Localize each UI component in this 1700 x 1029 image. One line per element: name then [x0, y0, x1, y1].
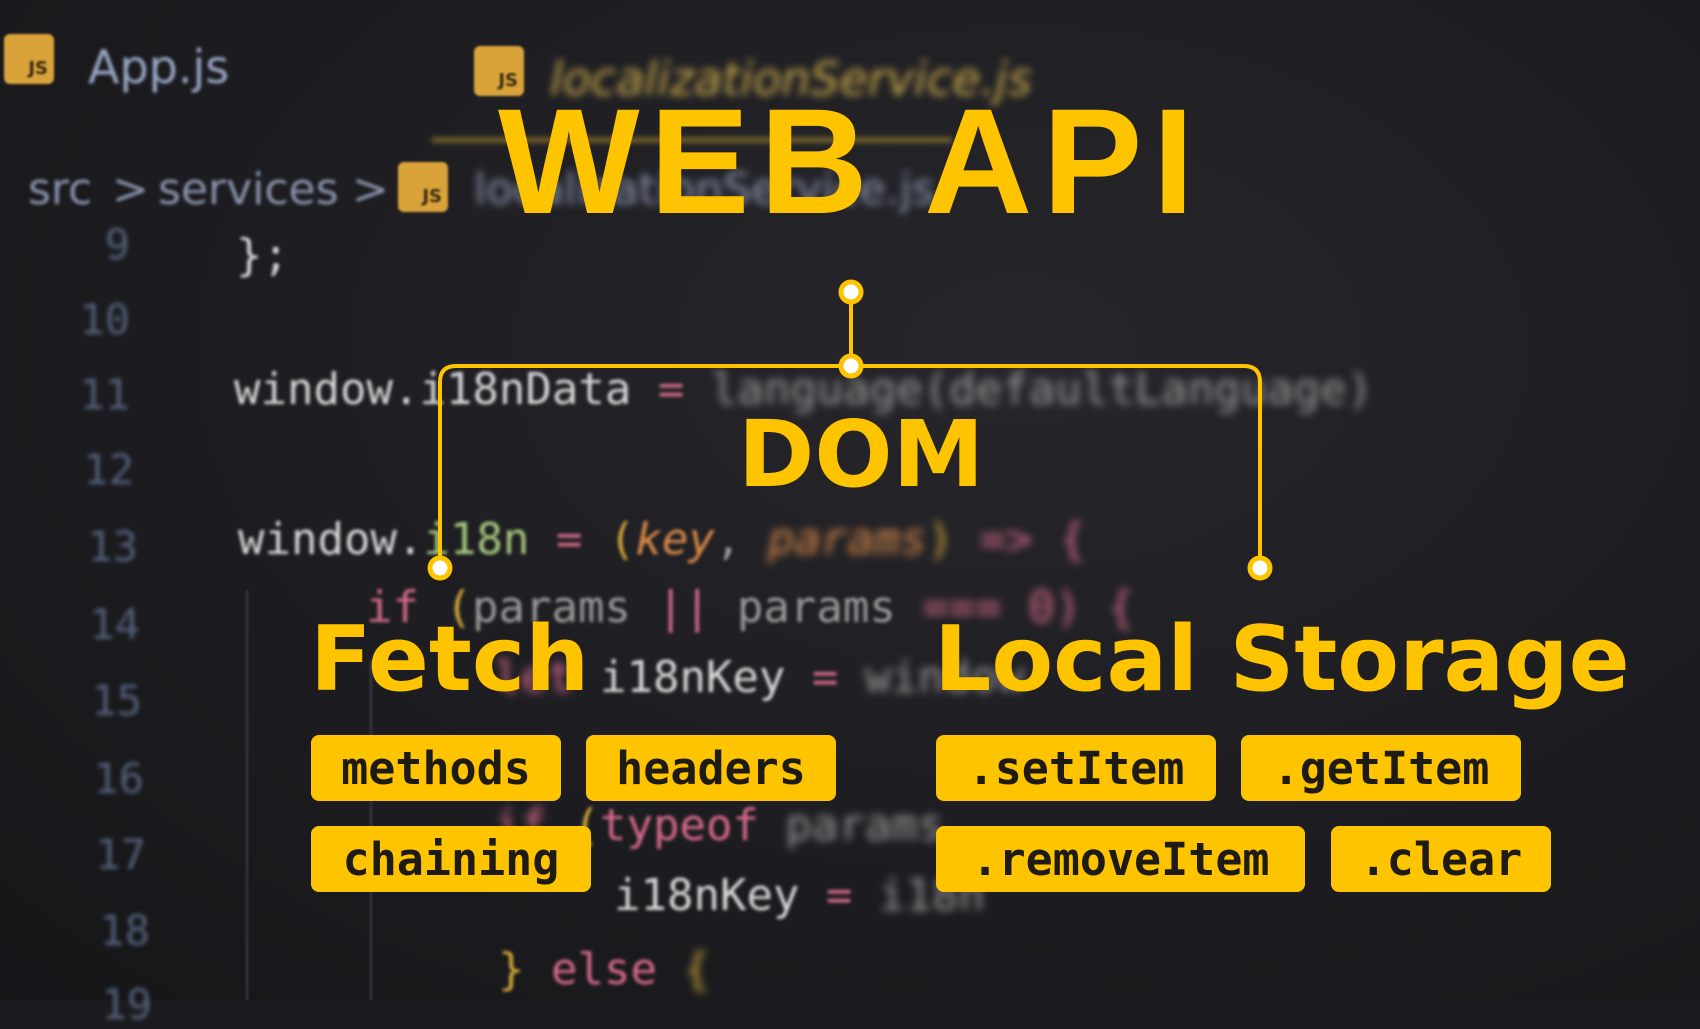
breadcrumb-separator: > [352, 164, 389, 215]
code-line-14: if (params || params === 0) { [366, 582, 1135, 633]
js-file-icon: JS [474, 46, 524, 96]
line-number: 19 [101, 980, 152, 1029]
node-dom: DOM [738, 401, 985, 508]
code-line-15: let i18nKey = window [494, 652, 1024, 703]
node-local-storage: Local Storage [934, 607, 1630, 712]
line-number: 10 [79, 295, 130, 344]
code-line-17: if (typeof params [494, 800, 945, 851]
connector-node [427, 555, 453, 581]
breadcrumb-item[interactable]: localizationService.js [474, 164, 935, 215]
chip-headers: headers [586, 735, 836, 801]
chip-clear: .clear [1331, 826, 1551, 892]
breadcrumb-item[interactable]: src [28, 164, 93, 215]
line-number: 18 [99, 906, 150, 955]
line-number: 11 [79, 370, 130, 419]
js-file-icon: JS [398, 162, 448, 212]
chip-setitem: .setItem [936, 735, 1216, 801]
breadcrumb-separator: > [112, 164, 149, 215]
node-fetch: Fetch [310, 607, 590, 712]
chip-chaining: chaining [311, 826, 591, 892]
chip-removeitem: .removeItem [936, 826, 1305, 892]
chip-getitem: .getItem [1241, 735, 1521, 801]
diagram-title: WEB API [498, 77, 1205, 245]
line-number: 17 [95, 830, 146, 879]
connector-node [1247, 555, 1273, 581]
js-file-icon: JS [4, 34, 54, 84]
line-number: 15 [91, 676, 142, 725]
line-number: 14 [89, 600, 140, 649]
tab-localization-service[interactable]: localizationService.js [550, 52, 1032, 106]
code-line-19: } else { [498, 944, 710, 995]
line-number: 9 [104, 220, 130, 269]
tab-app-js[interactable]: App.js [88, 40, 230, 94]
web-api-diagram: WEB API DOM Fetch methods headers chaini… [310, 77, 1630, 892]
line-number: 13 [87, 522, 138, 571]
connector-lines [427, 279, 1273, 581]
connector-node [838, 279, 864, 305]
line-number: 12 [83, 445, 134, 494]
line-number: 16 [93, 754, 144, 803]
code-editor-background: JS App.js JS localizationService.js src … [4, 34, 1374, 1029]
chip-methods: methods [311, 735, 561, 801]
code-line-9: }; [236, 230, 289, 281]
indent-guide [246, 590, 248, 1000]
breadcrumb-item[interactable]: services [158, 164, 339, 215]
code-line-11: window.i18nData = language(defaultLangua… [234, 364, 1374, 415]
connector-node [838, 353, 864, 379]
code-line-13: window.i18n = (key, params) => { [238, 514, 1086, 565]
active-tab-indicator [432, 138, 952, 142]
